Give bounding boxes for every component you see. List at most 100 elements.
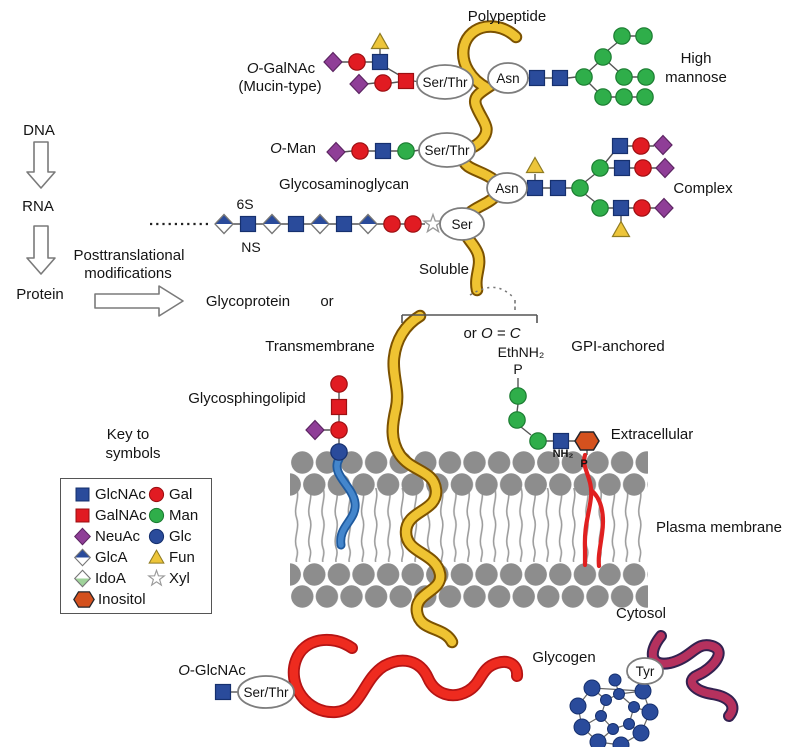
glcnac-square [612,199,630,217]
man-circle [637,68,655,86]
legend-item-glc: Glc [147,527,192,546]
lipid-heads-inner-row1 [290,562,648,587]
glca-diamond [310,213,330,235]
label-soluble: Soluble [418,261,470,278]
glcnac-square [611,137,629,155]
legend-label: GlcNAc [95,486,146,503]
o-linkage-italic: O [178,662,190,679]
label-complex: Complex [673,180,733,197]
alternatives-bracket [401,314,538,323]
neuac-diamond-icon [74,527,91,546]
man-circle [591,159,609,177]
glcnac-square [374,142,392,160]
man-circle [397,142,415,160]
glcnac-square [613,159,631,177]
label-dna: DNA [23,122,55,139]
gal-circle [383,215,401,233]
label-o-glcnac: O-GlcNAc [178,662,246,680]
glcnac-square [526,179,544,197]
man-circle [508,411,526,429]
dotted-arc [469,286,515,299]
legend-title-line2: symbols [105,445,161,462]
label-protein: Protein [16,286,64,303]
legend-item-inositol: Inositol [73,590,146,609]
legend-item-neuac: NeuAc [73,527,140,546]
or-word: or [463,325,477,342]
o-linkage-italic: O [246,60,259,77]
glcnac-square [371,53,389,71]
neuac-diamond [349,73,369,95]
legend-label: Gal [169,486,193,503]
gal-circle [351,142,369,160]
asn-label: Asn [495,181,518,196]
glc-circle [330,443,348,461]
neuac-diamond [323,51,343,73]
legend-label: NeuAc [95,528,141,545]
ser-thr-oval-o-man: Ser/Thr [418,132,476,168]
transmembrane-ribbon [386,309,459,649]
complex-glycan [525,134,675,238]
lipid-heads-inner-row2 [290,584,648,609]
ser-oval-gag: Ser [439,207,485,241]
glcnac-square [551,69,569,87]
gpi-anchor [508,378,606,569]
legend-item-glcnac: GlcNAc [73,485,146,504]
man-suffix: -Man [281,140,316,157]
label-mannose: mannose [665,69,727,86]
label-glycosphingolipid: Glycosphingolipid [188,390,306,407]
label-modifications: modifications [84,265,172,282]
neuac-diamond [654,197,674,219]
gal-circle [330,421,348,439]
ser-label: Ser [451,217,473,232]
glcnac-square [528,69,546,87]
neuac-diamond [653,134,673,156]
man-circle [615,88,633,106]
o-linkage-italic: O [270,140,282,157]
label-p-lower: P [580,458,588,470]
glycosphingolipid [305,375,360,550]
man-circle [613,27,631,45]
o-galnac-glycan [323,32,420,95]
glcnac-square [214,683,232,701]
xyl-star-icon [148,569,165,586]
man-circle [594,48,612,66]
neuac-diamond [655,157,675,179]
right-arrow-modifications [94,285,184,317]
legend-item-man: Man [147,506,198,525]
ser-thr-oval-o-glcnac: Ser/Thr [237,675,295,709]
gal-circle [348,53,366,71]
legend-item-galnac: GalNAc [73,506,147,525]
label-gpi-anchored: GPI-anchored [571,338,665,355]
ser-thr-label: Ser/Thr [243,685,289,700]
label-ns: NS [241,239,261,255]
label-glycosaminoglycan: Glycosaminoglycan [278,176,410,193]
idoa-diamond-icon [74,569,91,588]
label-6s: 6S [236,196,254,212]
soluble-or-membrane-connectors [401,286,538,323]
label-plasma-membrane: Plasma membrane [656,519,782,536]
legend-label: Man [169,507,199,524]
label-extracellular: Extracellular [610,426,694,443]
neuac-diamond [326,141,346,163]
o-equals-c: O = C [480,325,521,342]
legend-item-gal: Gal [147,485,192,504]
label-or: or [320,293,334,310]
man-circle [571,179,589,197]
ser-thr-label: Ser/Thr [424,143,470,158]
o-man-glycan [326,141,421,163]
ser-thr-oval-mucin: Ser/Thr [416,64,474,100]
legend-label: Xyl [169,570,190,587]
inositol-hexagon-icon [73,591,95,608]
glycogenin-protein [648,632,737,720]
high-mannose-glycan [526,27,655,106]
legend-label: Inositol [98,591,146,608]
flow-arrows [26,141,184,317]
ceramide-tail [334,456,358,548]
glca-diamond [214,213,234,235]
glcnac-square-icon [75,487,90,502]
inositol-hexagon [574,431,600,451]
fun-triangle [525,156,545,174]
man-circle [635,27,653,45]
glc-circle-icon [148,528,165,545]
gal-circle [632,137,650,155]
